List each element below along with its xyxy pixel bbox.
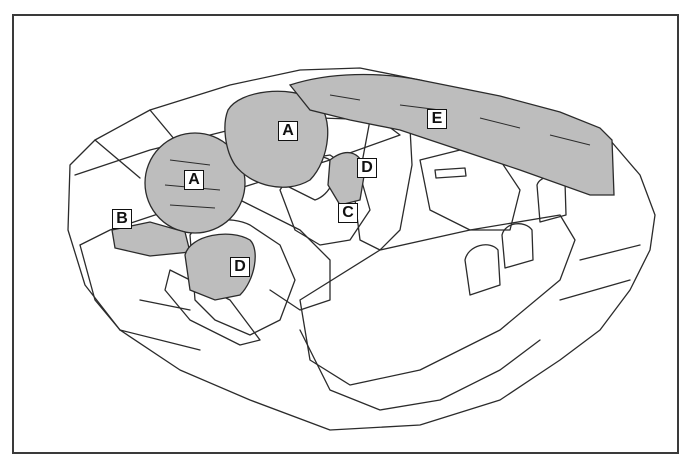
door-handle (434, 167, 467, 179)
callout-c-side-airbag: C (338, 203, 358, 223)
rear-seat-cushion (299, 329, 541, 411)
callout-a-driver-front-airbag: A (184, 170, 204, 190)
center-console (239, 199, 331, 311)
dashboard-lower (79, 244, 121, 331)
curtain-fold-line (329, 94, 591, 146)
rear-headrest-1 (464, 244, 501, 296)
callout-b-knee-airbag: B (112, 209, 132, 229)
curtain-airbag (288, 73, 615, 196)
callout-a-passenger-front-airbag: A (278, 121, 298, 141)
callout-e-curtain-airbag: E (427, 109, 447, 129)
floor-line (119, 244, 641, 351)
rear-seat-back (299, 214, 576, 386)
driver-seat-base (164, 269, 261, 346)
car-body-outline (67, 67, 656, 431)
windshield-pillar (94, 109, 176, 179)
passenger-front-airbag (224, 90, 329, 188)
driver-side-airbag (184, 233, 256, 301)
callout-d-driver-side-airbag: D (230, 257, 250, 277)
callout-d-passenger-side-airbag: D (357, 158, 377, 178)
